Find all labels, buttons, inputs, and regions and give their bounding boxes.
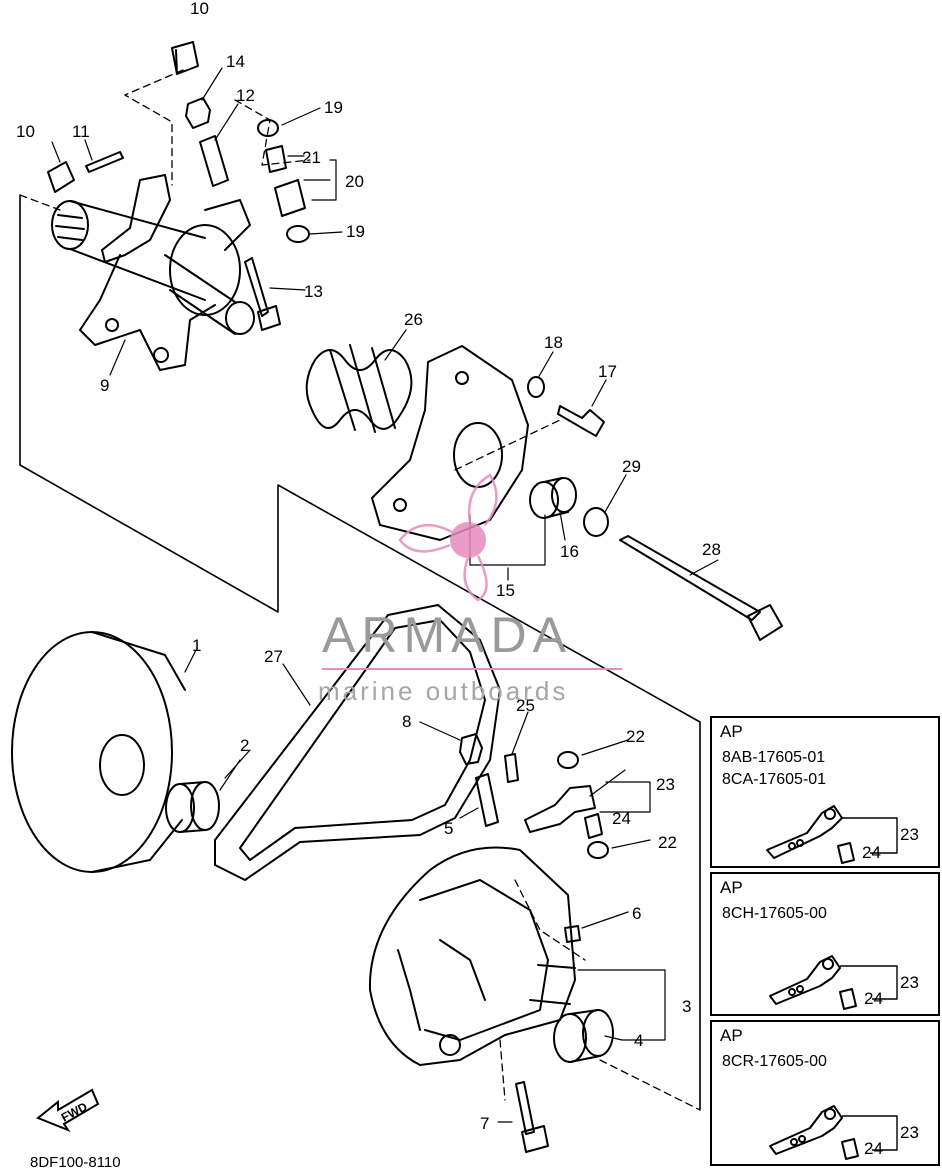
part-5-shaft	[475, 773, 499, 827]
label-28: 28	[702, 540, 721, 559]
label-leaders	[51, 67, 719, 1123]
label-14: 14	[226, 52, 245, 71]
ap-part-23: 23	[900, 973, 919, 992]
label-13: 13	[304, 282, 323, 301]
label-11: 11	[72, 122, 90, 141]
label-2: 2	[240, 736, 249, 755]
watermark-underline	[322, 668, 622, 670]
ap-tag: AP	[720, 1026, 743, 1045]
ap-part-23: 23	[900, 825, 919, 844]
part-10-slider-left	[47, 161, 75, 193]
part-20-collar	[274, 179, 306, 217]
part-4-collar	[553, 1009, 614, 1063]
part-19-washer-top	[257, 119, 279, 137]
label-17: 17	[598, 362, 617, 381]
part-6-screw	[564, 925, 581, 943]
label-23: 23	[656, 775, 675, 794]
part-23-weight-lever	[524, 785, 596, 833]
fwd-arrow-icon: FWD	[36, 1088, 100, 1133]
ap-part-code: 8CA-17605-01	[722, 771, 827, 788]
part-7-bolt	[515, 1081, 549, 1153]
label-12: 12	[236, 86, 255, 105]
part-1-fixed-sheave	[11, 631, 186, 873]
ap-box-3: AP 8CR-17605-00 23 24	[710, 1020, 940, 1166]
label-3: 3	[682, 997, 691, 1016]
label-5: 5	[444, 819, 453, 838]
part-8-nut	[459, 733, 483, 765]
label-9: 9	[100, 376, 109, 395]
part-24-pin	[584, 813, 603, 839]
part-19-washer-bottom	[286, 225, 310, 243]
label-29: 29	[622, 457, 641, 476]
ap-box-1: AP 8AB-17605-01 8CA-17605-01 23 24	[710, 716, 940, 868]
part-27-drive-belt	[214, 604, 501, 881]
ap-part-24: 24	[864, 1139, 883, 1158]
part-17-bolt	[557, 405, 605, 437]
part-10-slider-top	[171, 41, 199, 75]
label-16: 16	[560, 542, 579, 561]
ap-part-code: 8CR-17605-00	[722, 1053, 827, 1070]
ap-box-2: AP 8CH-17605-00 23 24	[710, 872, 940, 1016]
label-10-top: 10	[190, 0, 209, 18]
watermark-brand: ARMADA	[322, 607, 572, 663]
leader-lines	[19, 69, 701, 1111]
part-29-washer	[583, 507, 609, 537]
label-20: 20	[345, 172, 364, 191]
part-16-bushing	[529, 477, 577, 519]
ap-part-24: 24	[862, 843, 881, 862]
part-15-cover	[371, 345, 529, 541]
part-3-movable-sheave	[368, 846, 576, 1066]
label-24: 24	[612, 809, 631, 828]
label-10-left: 10	[16, 122, 35, 141]
ap-tag: AP	[720, 722, 743, 741]
ap-lever-drawing: 23 24	[769, 955, 919, 1010]
watermark-propeller-icon	[398, 473, 498, 602]
label-6: 6	[632, 904, 641, 923]
label-22-top: 22	[626, 727, 645, 746]
watermark-tagline: marine outboards	[318, 676, 569, 706]
part-12-bushing	[199, 135, 229, 187]
ap-tag: AP	[720, 878, 743, 897]
diagram-code: 8DF100-8110	[30, 1154, 121, 1171]
label-25: 25	[516, 696, 535, 715]
part-18-washer	[527, 376, 545, 398]
ap-lever-drawing: 23 24	[766, 805, 919, 864]
part-2-collar	[165, 781, 220, 833]
part-11-pin	[85, 151, 124, 173]
label-8: 8	[402, 712, 411, 731]
part-9-hub	[51, 174, 255, 371]
assembly-frame-line	[19, 194, 701, 1111]
part-22-washer-top	[557, 751, 579, 769]
part-22-washer-bottom	[587, 841, 609, 859]
part-26-spring	[305, 344, 413, 433]
label-22-bottom: 22	[658, 833, 677, 852]
part-25-pin	[504, 753, 519, 783]
part-14-nut	[185, 97, 211, 129]
ap-part-code: 8AB-17605-01	[722, 749, 826, 766]
label-19-top: 19	[324, 98, 343, 117]
label-26: 26	[404, 310, 423, 329]
ap-part-24: 24	[864, 989, 883, 1008]
ap-part-code: 8CH-17605-00	[722, 905, 827, 922]
ap-part-23: 23	[900, 1123, 919, 1142]
label-27: 27	[264, 647, 283, 666]
label-18: 18	[544, 333, 563, 352]
label-21: 21	[302, 148, 321, 167]
label-1: 1	[192, 636, 201, 655]
label-15: 15	[496, 581, 515, 600]
label-7: 7	[480, 1114, 489, 1133]
part-28-bolt	[619, 535, 783, 641]
part-21-bushing	[265, 145, 287, 173]
part-13-bolt	[244, 257, 281, 331]
ap-lever-drawing: 23 24	[769, 1105, 919, 1160]
label-4: 4	[634, 1031, 643, 1050]
label-19-bottom: 19	[346, 222, 365, 241]
